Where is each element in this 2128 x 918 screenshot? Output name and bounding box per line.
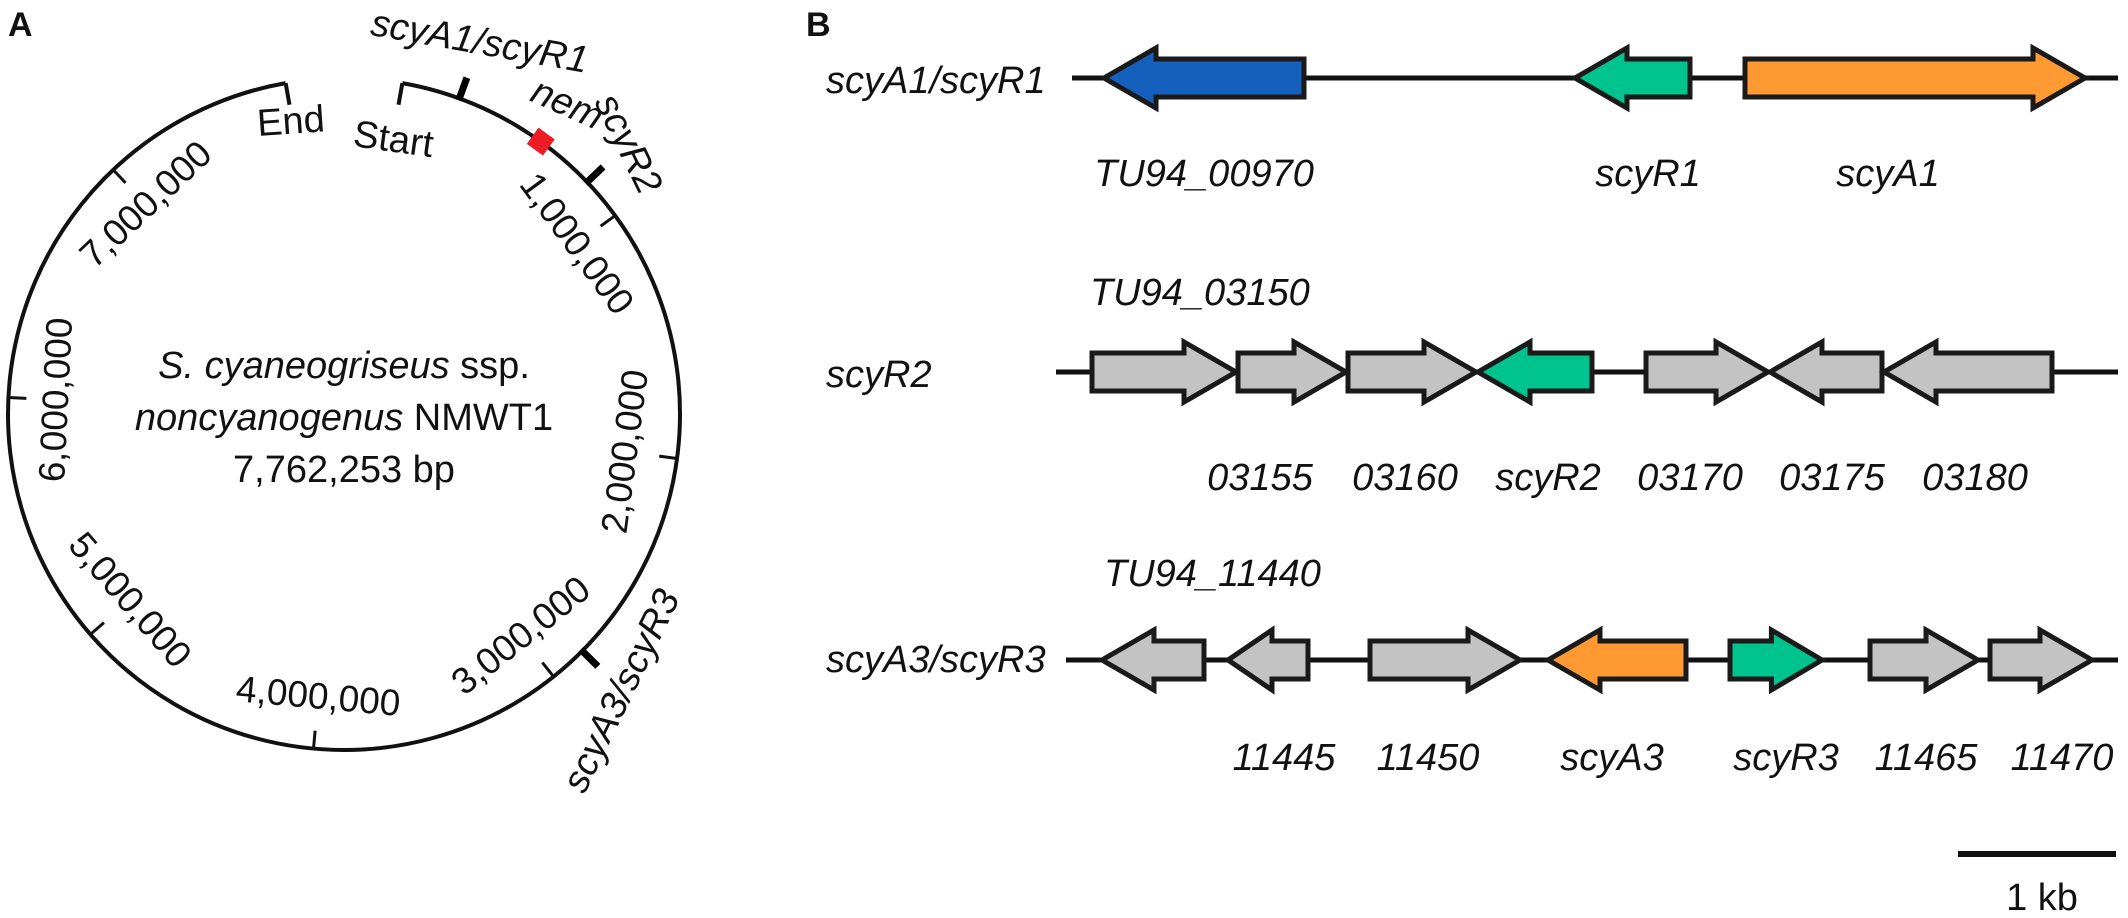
genome-size: 7,762,253 bp — [233, 449, 455, 491]
row-3-label: scyA3/scyR3 — [826, 639, 1046, 681]
gene-scya1-arrow — [1742, 43, 2091, 113]
position-label-7: 7,000,000 — [72, 133, 220, 276]
gene-11470-arrow — [1987, 625, 2098, 695]
gene-03155-arrow — [1235, 337, 1352, 407]
position-label-5: 5,000,000 — [61, 524, 200, 675]
panel-a: A 1,000,000 2,000,000 3,000,000 4,000,000 5,… — [6, 2, 689, 799]
position-label-3: 3,000,000 — [444, 568, 598, 703]
gene-label-11445: 11445 — [1233, 737, 1337, 779]
position-label-1: 1,000,000 — [512, 165, 642, 322]
strain-name: NMWT1 — [403, 397, 553, 439]
gene-label-scyr2: scyR2 — [1495, 457, 1601, 499]
gene-tu94-11440-arrow — [1096, 625, 1207, 695]
gene-cluster-row-1: scyA1/scyR1 TU94_00970 scyR1 scyA1 — [826, 43, 2118, 195]
end-label: End — [256, 98, 326, 145]
locus-label-scya1-scyr1: scyA1/scyR1 — [368, 2, 592, 81]
genome-name-line2: noncyanogenus NMWT1 — [135, 397, 553, 439]
gene-label-03155: 03155 — [1207, 457, 1314, 499]
position-tick-4 — [312, 730, 317, 749]
gene-03175-arrow — [1764, 337, 1885, 407]
locus-marker-scya1-scyr1 — [455, 76, 471, 102]
position-label-4: 4,000,000 — [234, 668, 402, 724]
species-name: S. cyaneogriseus — [158, 345, 450, 387]
position-label-6: 6,000,000 — [31, 317, 80, 483]
position-tick-1 — [599, 214, 617, 228]
position-tick-7 — [112, 168, 127, 184]
gene-scyr3-arrow — [1727, 625, 1827, 695]
position-tick-6 — [8, 396, 27, 400]
gene-label-scyr1: scyR1 — [1595, 153, 1701, 195]
gene-label-11465: 11465 — [1875, 737, 1979, 779]
gene-label-tu94-00970: TU94_00970 — [1094, 153, 1314, 195]
gene-11465-arrow — [1867, 625, 1984, 695]
gene-scya3-arrow — [1542, 625, 1689, 695]
gene-11450-arrow — [1367, 625, 1526, 695]
row-3-top-label: TU94_11440 — [1104, 553, 1321, 595]
locus-marker-nem — [526, 127, 555, 156]
locus-marker-scya3-scyr3 — [578, 647, 601, 669]
gene-03180-arrow — [1878, 337, 2055, 407]
gene-03170-arrow — [1643, 337, 1774, 407]
gene-label-11450: 11450 — [1377, 737, 1480, 779]
genome-name-line1: S. cyaneogriseus ssp. — [158, 345, 530, 387]
subspecies-abbrev: ssp. — [450, 345, 530, 387]
circular-genome-map: 1,000,000 2,000,000 3,000,000 4,000,000 5,00… — [6, 2, 689, 799]
gene-label-scyr3: scyR3 — [1733, 737, 1839, 779]
start-tick — [396, 82, 405, 106]
row-2-top-label: TU94_03150 — [1090, 272, 1310, 314]
gene-label-scya1: scyA1 — [1836, 153, 1939, 195]
gene-label-03180: 03180 — [1922, 457, 2028, 499]
gene-tu94-00970-arrow — [1098, 43, 1307, 113]
row-1-label: scyA1/scyR1 — [826, 60, 1046, 102]
position-label-2: 2,000,000 — [594, 367, 656, 536]
genome-circle — [6, 81, 682, 752]
locus-label-scyr2: scyR2 — [586, 87, 670, 200]
end-tick — [283, 82, 292, 106]
panel-b: B scyA1/scyR1 TU94_00970 scyR1 scyA1 TU9… — [806, 6, 2118, 918]
position-tick-3 — [541, 661, 555, 678]
gene-scyr2-arrow — [1472, 337, 1595, 407]
gene-03160-arrow — [1345, 337, 1482, 407]
gene-label-03170: 03170 — [1637, 457, 1743, 499]
position-tick-2 — [659, 454, 678, 460]
scale-bar: 1 kb — [1958, 851, 2116, 918]
panel-b-label: B — [806, 6, 831, 44]
row-2-label: scyR2 — [826, 354, 932, 396]
gene-label-11470: 11470 — [2011, 737, 2114, 779]
gene-label-scya3: scyA3 — [1560, 737, 1663, 779]
gene-cluster-row-2: TU94_03150 scyR2 03155 03160 scyR2 03170… — [826, 272, 2118, 499]
gene-label-03175: 03175 — [1779, 457, 1886, 499]
gene-11445-arrow — [1223, 625, 1311, 695]
panel-a-label: A — [8, 6, 33, 44]
gene-scyr1-arrow — [1569, 43, 1693, 113]
scale-bar-label: 1 kb — [2006, 877, 2078, 918]
position-tick-5 — [89, 621, 105, 636]
gene-tu94-03150-arrow — [1089, 337, 1242, 407]
locus-marker-scyr2 — [583, 164, 606, 187]
gene-label-03160: 03160 — [1352, 457, 1458, 499]
start-label: Start — [351, 113, 437, 166]
subspecies-name: noncyanogenus — [135, 397, 403, 439]
gene-cluster-row-3: TU94_11440 scyA3/scyR3 11445 11450 scyA3… — [826, 553, 2118, 779]
